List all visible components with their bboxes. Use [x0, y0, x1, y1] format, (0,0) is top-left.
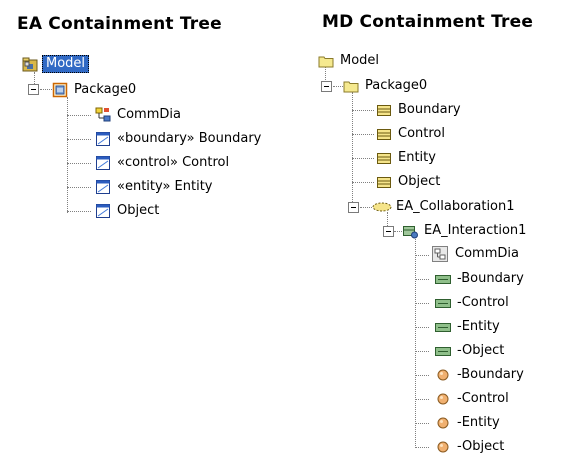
md-tree-item-class[interactable]: Object — [376, 172, 440, 192]
ea-tree-child-label: «boundary» Boundary — [117, 131, 262, 146]
ea-tree-child-label: CommDia — [117, 107, 181, 122]
lifeline-icon — [435, 439, 451, 455]
md-tree-property-label: -Object — [457, 343, 505, 358]
class-icon — [376, 126, 392, 142]
class-icon — [95, 179, 111, 195]
md-tree-lifeline-label: -Control — [457, 391, 509, 406]
folder-icon — [343, 78, 359, 94]
md-tree-item-lifeline[interactable]: -Object — [435, 437, 504, 457]
ea-tree-item-commdia[interactable]: CommDia — [95, 105, 181, 125]
lifeline-icon — [435, 415, 451, 431]
md-collapse-toggle-package[interactable] — [321, 81, 332, 92]
md-tree-package-label: Package0 — [365, 78, 428, 93]
md-tree-model-label: Model — [340, 53, 380, 68]
md-tree-item-class[interactable]: Boundary — [376, 100, 461, 120]
md-tree-property-label: -Boundary — [457, 271, 524, 286]
md-tree-collaboration-label: EA_Collaboration1 — [396, 199, 515, 214]
md-tree-diagram-label: CommDia — [455, 246, 519, 261]
ea-tree-title: EA Containment Tree — [17, 14, 222, 34]
class-icon — [376, 102, 392, 118]
md-tree-property-label: -Entity — [457, 319, 500, 334]
ea-tree-child-label: Object — [117, 203, 160, 218]
md-tree-item-property[interactable]: -Object — [435, 341, 504, 361]
md-tree-lifeline-label: -Entity — [457, 415, 500, 430]
ea-tree-item-package[interactable]: Package0 — [52, 80, 136, 100]
class-icon — [95, 155, 111, 171]
ea-tree-child-label: «entity» Entity — [117, 179, 213, 194]
md-tree-item-lifeline[interactable]: -Entity — [435, 413, 500, 433]
md-tree-class-label: Entity — [398, 150, 436, 165]
class-icon — [376, 174, 392, 190]
ea-tree-package-label: Package0 — [74, 82, 137, 97]
interaction-icon — [402, 223, 418, 239]
property-icon — [435, 271, 451, 287]
package-icon — [52, 82, 68, 98]
md-collapse-toggle-interaction[interactable] — [383, 226, 394, 237]
property-icon — [435, 343, 451, 359]
folder-icon — [318, 53, 334, 69]
lifeline-icon — [435, 391, 451, 407]
md-tree-property-label: -Control — [457, 295, 509, 310]
ea-tree-item-boundary[interactable]: «boundary» Boundary — [95, 129, 261, 149]
diagram-icon — [431, 245, 449, 263]
property-icon — [435, 295, 451, 311]
communication-diagram-icon — [95, 107, 111, 123]
ea-tree-item-entity[interactable]: «entity» Entity — [95, 177, 213, 197]
ea-tree-model-label: Model — [42, 55, 90, 73]
ea-tree-item-object[interactable]: Object — [95, 201, 159, 221]
model-folder-icon — [22, 56, 38, 72]
class-icon — [376, 150, 392, 166]
md-tree-class-label: Object — [398, 174, 441, 189]
ea-collapse-toggle-package[interactable] — [28, 84, 39, 95]
md-tree-lifeline-label: -Boundary — [457, 367, 524, 382]
md-tree-interaction-label: EA_Interaction1 — [424, 223, 527, 238]
md-tree-item-property[interactable]: -Entity — [435, 317, 500, 337]
md-tree-item-package[interactable]: Package0 — [343, 76, 427, 96]
md-tree-title: MD Containment Tree — [322, 12, 534, 32]
md-collapse-toggle-collaboration[interactable] — [348, 202, 359, 213]
md-tree-item-diagram[interactable]: CommDia — [431, 244, 519, 264]
md-tree-item-property[interactable]: -Boundary — [435, 269, 524, 289]
ea-tree-item-control[interactable]: «control» Control — [95, 153, 229, 173]
md-tree-item-lifeline[interactable]: -Boundary — [435, 365, 524, 385]
md-tree-lifeline-label: -Object — [457, 439, 505, 454]
ea-tree-child-label: «control» Control — [117, 155, 230, 170]
class-icon — [95, 203, 111, 219]
class-icon — [95, 131, 111, 147]
md-tree-class-label: Boundary — [398, 102, 461, 117]
collaboration-icon — [372, 199, 392, 215]
lifeline-icon — [435, 367, 451, 383]
md-tree-class-label: Control — [398, 126, 445, 141]
md-tree-item-class[interactable]: Control — [376, 124, 445, 144]
md-tree-item-lifeline[interactable]: -Control — [435, 389, 509, 409]
md-tree-item-class[interactable]: Entity — [376, 148, 436, 168]
ea-tree-item-model[interactable]: Model — [22, 54, 90, 74]
md-tree-item-interaction[interactable]: EA_Interaction1 — [402, 221, 526, 241]
md-tree-item-model[interactable]: Model — [318, 51, 379, 71]
property-icon — [435, 319, 451, 335]
md-tree-item-property[interactable]: -Control — [435, 293, 509, 313]
md-tree-item-collaboration[interactable]: EA_Collaboration1 — [372, 197, 515, 217]
